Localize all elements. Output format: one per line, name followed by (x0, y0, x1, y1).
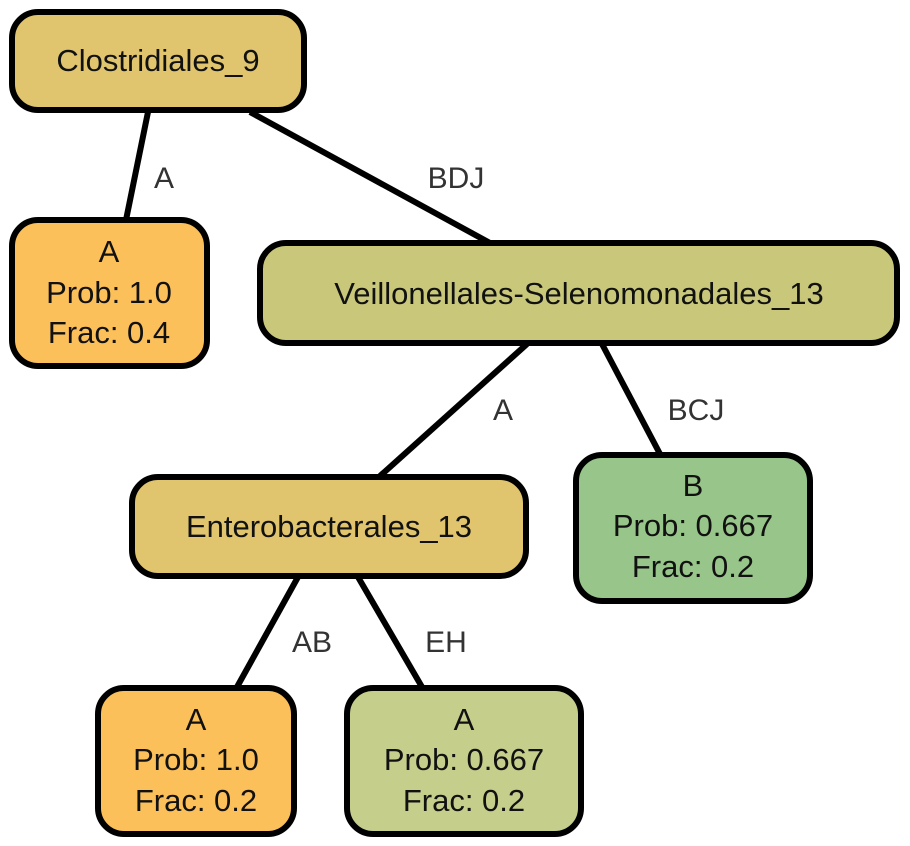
node-leaf-a-2-box (95, 685, 297, 837)
node-leaf-a-3-frac: Frac: 0.2 (403, 783, 525, 818)
node-leaf-b-class: B (683, 468, 704, 503)
node-leaf-b-prob: Prob: 0.667 (613, 508, 773, 543)
node-enterobacterales-label: Enterobacterales_13 (186, 509, 472, 544)
node-root-label: Clostridiales_9 (56, 43, 259, 78)
edge-mid-to-entero: A (377, 341, 530, 479)
edge-label-mid-entero: A (493, 394, 513, 427)
node-leaf-a-1-box (9, 217, 210, 369)
edge-label-entero-leaf3: AB (292, 626, 332, 659)
node-veillonellales-label: Veillonellales-Selenomonadales_13 (334, 276, 823, 311)
node-leaf-a-2-class: A (186, 702, 207, 737)
node-leaf-a-1-frac: Frac: 0.4 (48, 315, 170, 350)
node-leaf-a-3-class: A (454, 702, 475, 737)
node-enterobacterales-box (129, 474, 529, 579)
node-leaf-a-1-prob: Prob: 1.0 (46, 275, 172, 310)
node-leaf-a-3-prob: Prob: 0.667 (384, 742, 544, 777)
edge-mid-to-leaf2: BCJ (599, 342, 725, 456)
node-leaf-a-2: A Prob: 1.0 Frac: 0.2 (95, 685, 297, 837)
node-leaf-a-1: A Prob: 1.0 Frac: 0.4 (9, 217, 210, 369)
edge-label-entero-leaf4: EH (425, 626, 467, 659)
node-veillonellales: Veillonellales-Selenomonadales_13 (257, 240, 900, 346)
node-leaf-b-frac: Frac: 0.2 (632, 549, 754, 584)
node-enterobacterales: Enterobacterales_13 (129, 474, 529, 579)
edge-label-root-mid: BDJ (428, 162, 485, 195)
edge-entero-to-leaf4: EH (355, 575, 467, 689)
node-root-box (9, 9, 307, 113)
edge-root-to-leaf1: A (123, 111, 174, 221)
node-leaf-b-box (573, 452, 813, 604)
node-leaf-a-2-prob: Prob: 1.0 (133, 742, 259, 777)
node-root: Clostridiales_9 (9, 9, 307, 113)
node-leaf-a-3: A Prob: 0.667 Frac: 0.2 (344, 685, 584, 837)
edge-root-to-mid: BDJ (248, 109, 492, 246)
edge-label-root-leaf1: A (154, 162, 174, 195)
node-leaf-a-1-class: A (99, 234, 120, 269)
node-leaf-b: B Prob: 0.667 Frac: 0.2 (573, 452, 813, 604)
edge-label-mid-leaf2: BCJ (668, 394, 725, 427)
node-leaf-a-2-frac: Frac: 0.2 (135, 783, 257, 818)
edge-entero-to-leaf3: AB (234, 575, 332, 689)
node-veillonellales-box (257, 240, 900, 346)
node-leaf-a-3-box (344, 685, 584, 837)
